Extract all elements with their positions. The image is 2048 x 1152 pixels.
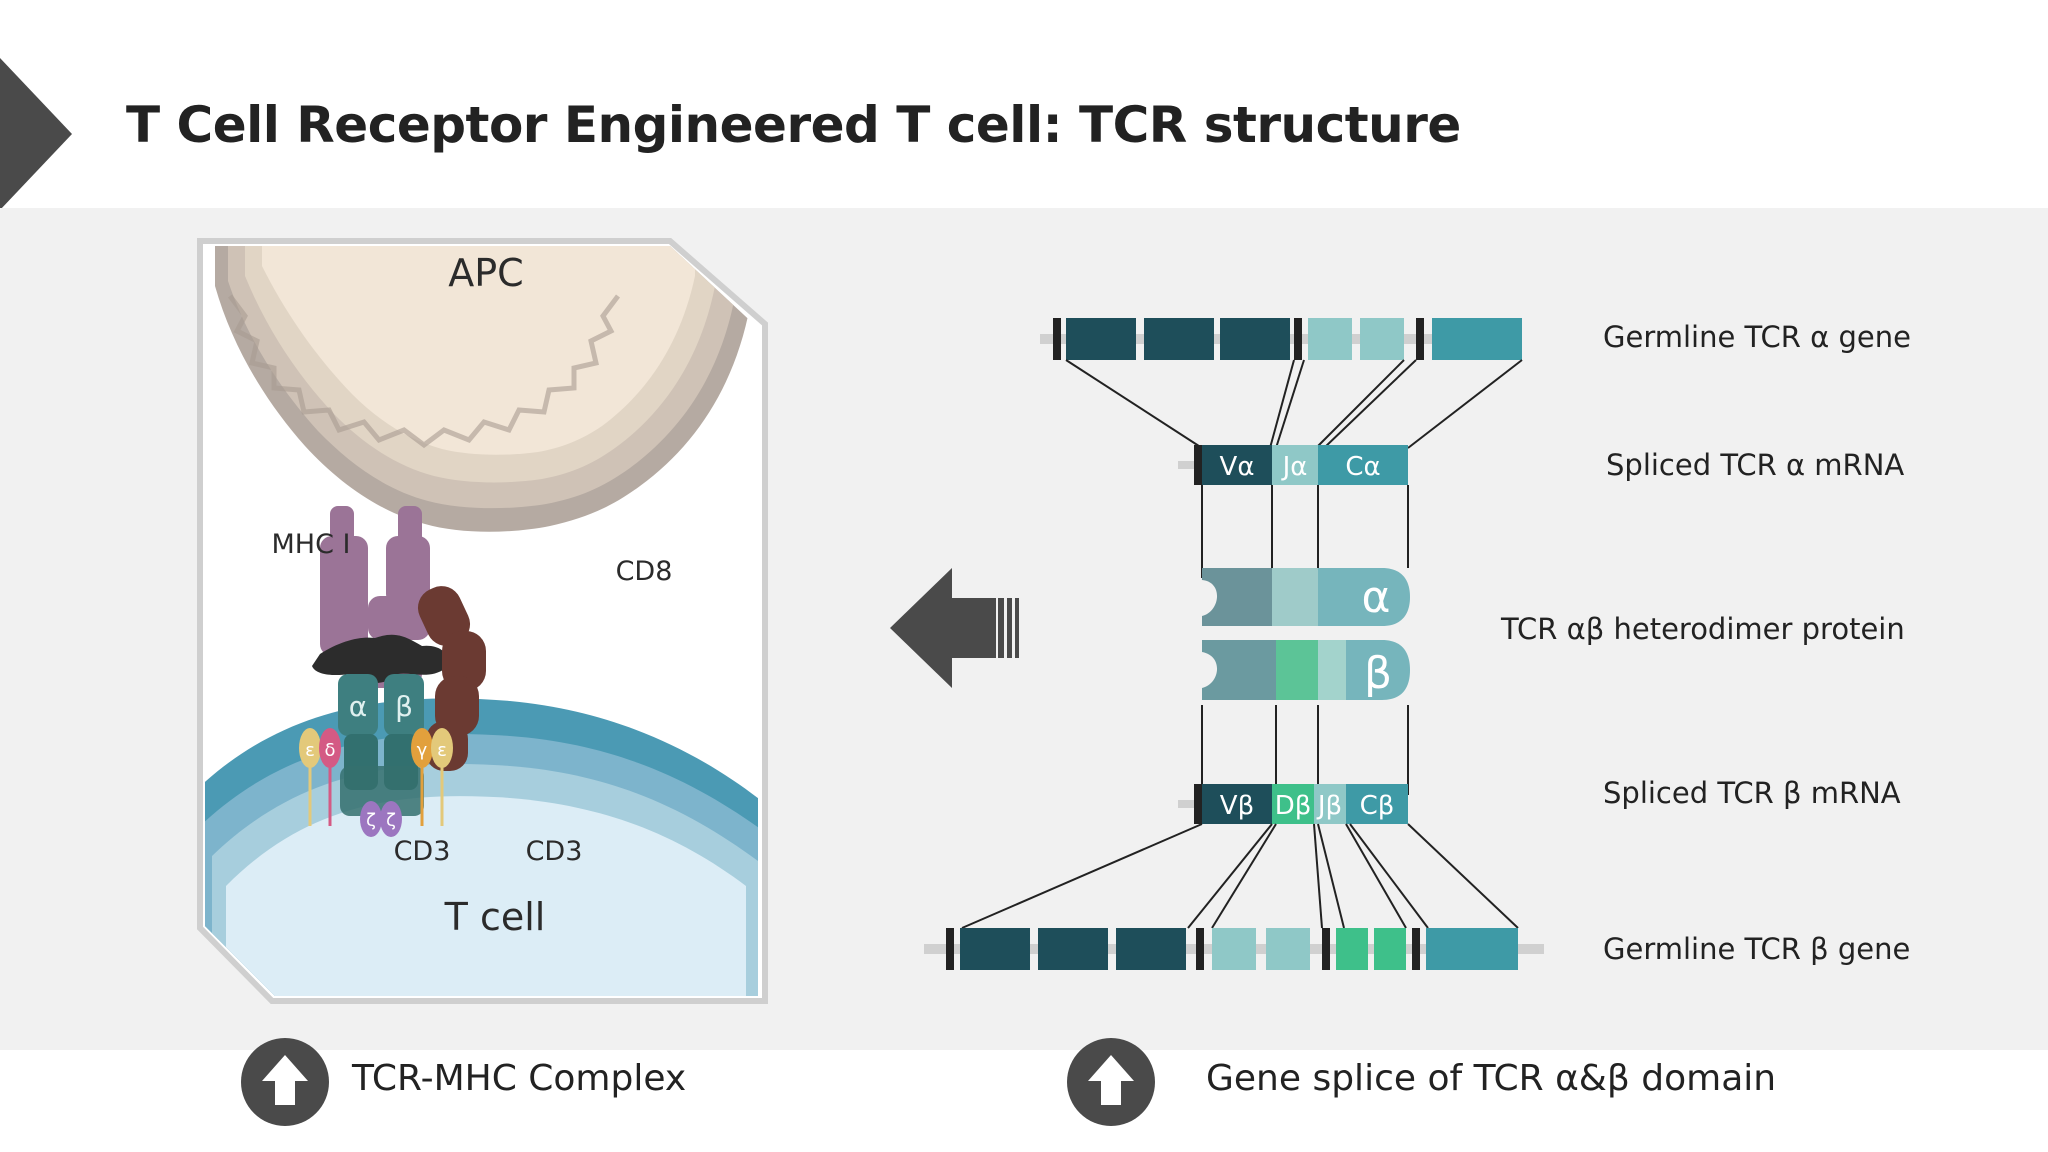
epsilon-1-label: ε — [305, 740, 315, 761]
beta-splice-lines — [961, 823, 1519, 929]
cd3-left — [299, 728, 341, 826]
epsilon-2-label: ε — [437, 740, 447, 761]
spliced-alpha-mrna — [1178, 445, 1408, 485]
peptide — [312, 634, 448, 683]
tcr-mhc-complex-diagram: APC α β — [197, 238, 768, 1004]
protein-connector-lines — [1201, 485, 1409, 795]
tcr-alpha-label: α — [349, 690, 367, 723]
up-arrow-icon — [1067, 1038, 1155, 1126]
protein-beta-label: β — [1364, 648, 1392, 699]
spliced-beta-label: Spliced TCR β mRNA — [1603, 776, 1901, 810]
apc-body — [262, 246, 695, 455]
cd3-right-label: CD3 — [526, 836, 583, 867]
tcr-heterodimer-protein — [1202, 568, 1410, 700]
gene-splice-diagram: Vα Jα Cα α β — [924, 318, 1544, 970]
tcr-beta-label: β — [395, 690, 413, 723]
germline-alpha-label: Germline TCR α gene — [1603, 320, 1911, 354]
header-chevron-icon — [0, 58, 72, 210]
apc-label: APC — [448, 251, 523, 295]
germline-beta-label: Germline TCR β gene — [1603, 932, 1911, 966]
cd3-right — [411, 728, 453, 826]
alpha-j-segment: Jα — [1281, 452, 1308, 482]
protein-alpha-label: α — [1361, 572, 1390, 623]
alpha-c-segment: Cα — [1345, 452, 1380, 482]
zeta-chains — [360, 801, 402, 837]
cd3-left-label: CD3 — [394, 836, 451, 867]
delta-label: δ — [324, 740, 335, 761]
right-caption: Gene splice of TCR α&β domain — [1206, 1058, 1777, 1099]
left-caption: TCR-MHC Complex — [352, 1058, 687, 1099]
spliced-alpha-label: Spliced TCR α mRNA — [1606, 448, 1905, 482]
left-arrow-icon — [890, 568, 1019, 688]
tcell-label: T cell — [444, 895, 546, 939]
beta-c-segment: Cβ — [1360, 791, 1395, 821]
alpha-splice-lines — [1065, 359, 1523, 449]
tcell-body — [226, 796, 746, 996]
gamma-label: γ — [417, 740, 428, 761]
spliced-beta-mrna — [1178, 784, 1408, 824]
heterodimer-label: TCR αβ heterodimer protein — [1501, 612, 1905, 646]
zeta-2-label: ζ — [386, 810, 396, 831]
beta-d-segment: Dβ — [1275, 791, 1312, 821]
beta-v-segment: Vβ — [1220, 791, 1254, 821]
cd8-label: CD8 — [616, 556, 673, 587]
beta-j-segment: Jβ — [1316, 791, 1342, 821]
zeta-1-label: ζ — [366, 810, 376, 831]
germline-beta-gene — [924, 928, 1544, 970]
tcr-alpha-beta — [338, 674, 424, 816]
alpha-v-segment: Vα — [1220, 452, 1255, 482]
mhc-label: MHC I — [272, 529, 351, 560]
germline-alpha-gene — [1040, 318, 1522, 360]
up-arrow-icon — [241, 1038, 329, 1126]
page-title: T Cell Receptor Engineered T cell: TCR s… — [126, 96, 1461, 154]
